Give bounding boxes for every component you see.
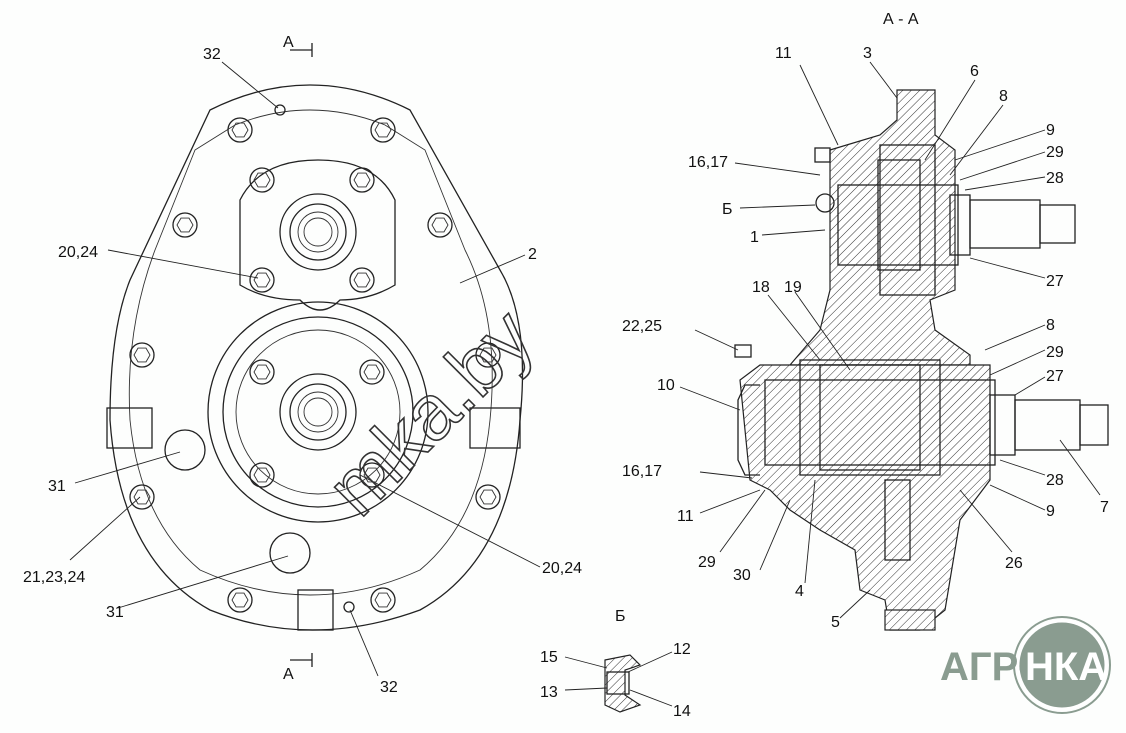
bolt-head	[475, 484, 501, 510]
bolt-hex	[374, 592, 392, 608]
label-8: 8	[1046, 317, 1055, 334]
label-29: 29	[698, 554, 716, 571]
label-7: 7	[1100, 499, 1109, 516]
label-10: 10	[657, 377, 675, 394]
label-20-24: 20,24	[58, 244, 98, 261]
label-9: 9	[1046, 503, 1055, 520]
bolt-head	[370, 117, 396, 143]
drain-plug	[269, 532, 311, 574]
section-marker-top: А	[283, 34, 294, 51]
bolt-head	[249, 359, 275, 385]
bolt-hex	[363, 364, 381, 380]
bolt-hex	[231, 122, 249, 138]
bolt-head	[349, 267, 375, 293]
label-29: 29	[1046, 344, 1064, 361]
bolt-head	[249, 167, 275, 193]
logo-text-right: НКА	[1025, 645, 1107, 689]
bolt-hex	[176, 217, 194, 233]
label-5: 5	[831, 614, 840, 631]
section-marker-bottom: А	[283, 666, 294, 683]
label-18: 18	[752, 279, 770, 296]
label-20-24: 20,24	[542, 560, 582, 577]
vent	[343, 601, 355, 613]
bolt-hex	[253, 172, 271, 188]
label-26: 26	[1005, 555, 1023, 572]
bolt-head	[227, 117, 253, 143]
label-11: 11	[677, 508, 694, 525]
label-30: 30	[733, 567, 751, 584]
label-4: 4	[795, 583, 804, 600]
bolt-hex	[133, 347, 151, 363]
label-19: 19	[784, 279, 802, 296]
section-title: А - А	[883, 11, 919, 28]
bolt-head	[129, 484, 155, 510]
bolt-head	[359, 359, 385, 385]
bolt-hex	[231, 592, 249, 608]
bolt-head	[475, 342, 501, 368]
label-27: 27	[1046, 273, 1064, 290]
bolt-head	[172, 212, 198, 238]
bolt-hex	[479, 489, 497, 505]
upper-shaft-hub	[279, 193, 357, 271]
label-2: 2	[528, 246, 537, 263]
bolts	[129, 117, 501, 613]
bolt-hex	[353, 172, 371, 188]
label-32: 32	[203, 46, 221, 63]
bolt-head	[249, 267, 275, 293]
label-22-25: 22,25	[622, 318, 662, 335]
label-29: 29	[1046, 144, 1064, 161]
logo: АГРО НКА	[940, 616, 1111, 714]
bolt-hex	[374, 122, 392, 138]
label-12: 12	[673, 641, 691, 658]
bolt-hex	[133, 489, 151, 505]
label-16-17: 16,17	[688, 154, 728, 171]
logo-text-left: АГРО	[940, 645, 1049, 689]
bolt-hex	[431, 217, 449, 233]
label-15: 15	[540, 649, 558, 666]
bolt-hex	[253, 467, 271, 483]
bolt-head	[129, 342, 155, 368]
bolt-head	[370, 587, 396, 613]
front-view: А А 32 20,24 2 31 21,23,24 31 20,24 32	[23, 34, 582, 696]
label-27: 27	[1046, 368, 1064, 385]
label-3: 3	[863, 45, 872, 62]
label-6: 6	[970, 63, 979, 80]
bolt-head	[427, 212, 453, 238]
label-1: 1	[750, 229, 759, 246]
vent	[274, 104, 286, 116]
bolt-head	[227, 587, 253, 613]
label-11: 11	[775, 45, 792, 62]
bolt-hex	[253, 272, 271, 288]
detail-title: Б	[615, 608, 626, 625]
label-28: 28	[1046, 170, 1064, 187]
label-16-17: 16,17	[622, 463, 662, 480]
label-8: 8	[999, 88, 1008, 105]
section-view: А - А	[622, 11, 1109, 631]
detail-b: Б 15 12 13 14	[540, 608, 691, 720]
bolt-hex	[253, 364, 271, 380]
bolt-head	[249, 462, 275, 488]
bolt-hex	[479, 347, 497, 363]
label-13: 13	[540, 684, 558, 701]
label-31: 31	[106, 604, 124, 621]
lower-shaft-hub	[279, 373, 357, 451]
bolt-head	[349, 167, 375, 193]
label-B: Б	[722, 201, 733, 218]
label-32: 32	[380, 679, 398, 696]
label-31: 31	[48, 478, 66, 495]
section-leaders	[679, 61, 1101, 619]
label-14: 14	[673, 703, 691, 720]
bolt-hex	[363, 467, 381, 483]
drain-plug	[164, 429, 206, 471]
bolt-hex	[353, 272, 371, 288]
label-9: 9	[1046, 122, 1055, 139]
label-21-23-24: 21,23,24	[23, 569, 85, 586]
label-28: 28	[1046, 472, 1064, 489]
